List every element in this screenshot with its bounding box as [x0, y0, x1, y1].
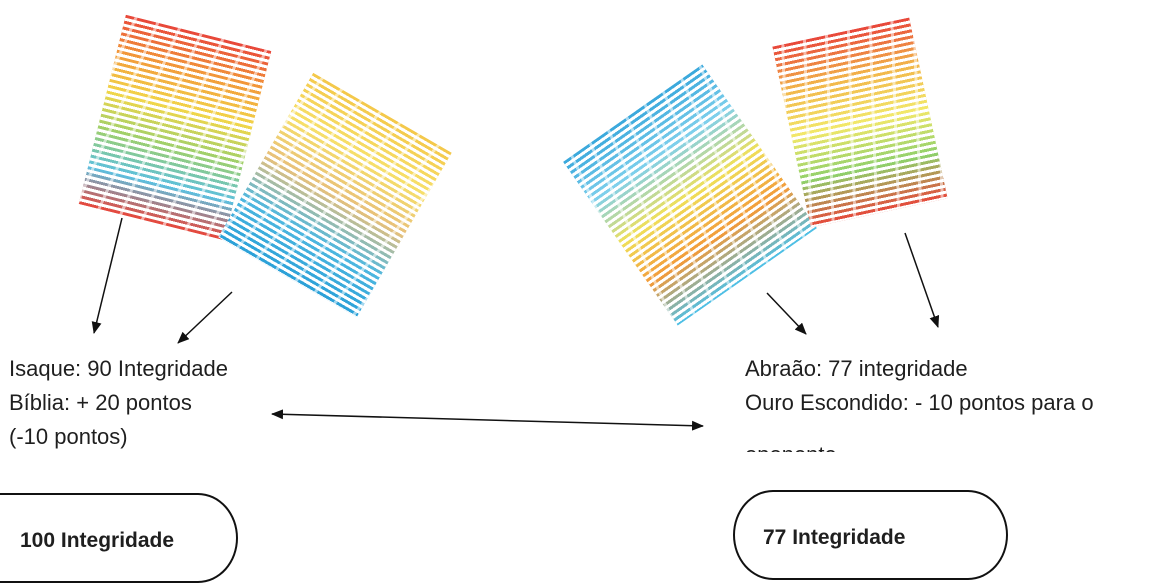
- arrow-ouro-escondido: [766, 292, 807, 335]
- double-arrow-comparison: [271, 409, 704, 431]
- left-total-box: 100 Integridade: [0, 493, 238, 583]
- right-total-box: 77 Integridade: [733, 490, 1008, 580]
- right-total-label: 77 Integridade: [763, 526, 906, 549]
- arrow-abraao: [904, 232, 940, 328]
- right-line-3-clipped: oponente: [745, 420, 945, 452]
- left-line-3: (-10 pontos): [9, 424, 128, 449]
- left-line-1: Isaque: 90 Integridade: [9, 356, 228, 381]
- right-line-1: Abraão: 77 integridade: [745, 356, 968, 381]
- arrow-biblia: [177, 291, 233, 344]
- right-line-2: Ouro Escondido: - 10 pontos para o: [745, 390, 1094, 415]
- right-line-3: oponente: [745, 442, 837, 452]
- arrow-isaque: [91, 217, 123, 334]
- left-total-label: 100 Integridade: [20, 529, 175, 552]
- left-line-2: Bíblia: + 20 pontos: [9, 390, 192, 415]
